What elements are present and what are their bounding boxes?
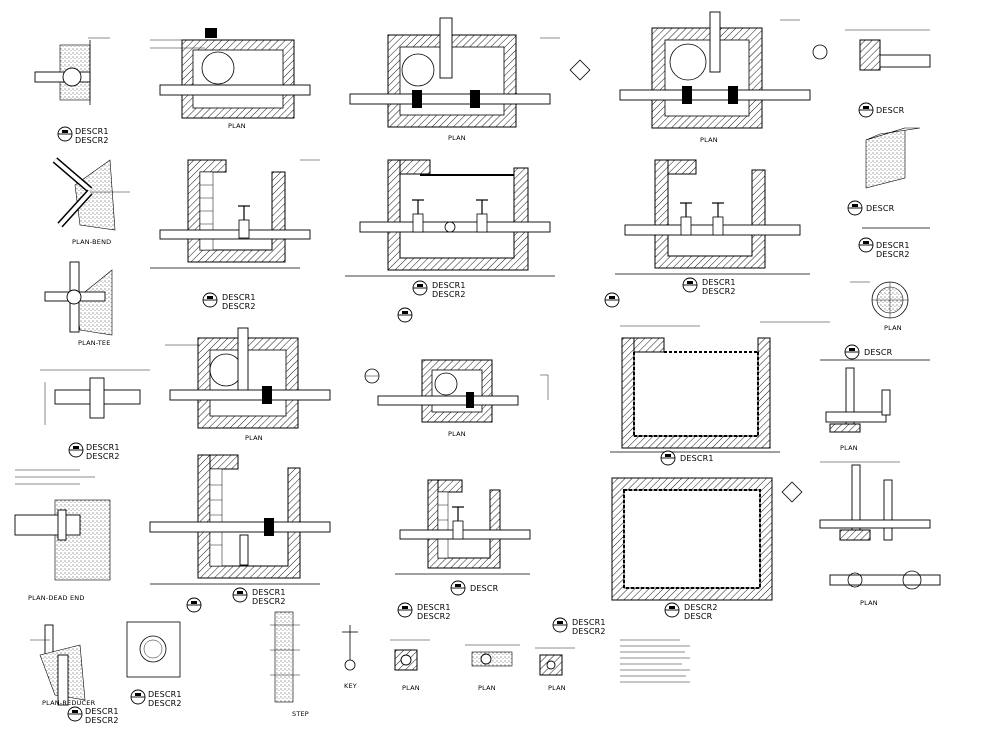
right-detail-block: DESCR DESCR1 DESCR2 [847, 127, 930, 259]
callout-label: DESCR2 [148, 699, 182, 708]
chamber-2-plan: PLAN [349, 17, 591, 142]
tank-plan-lower: DESCR2 DESCR DESCR1 DESCR2 [552, 477, 803, 636]
chamber-3-section: DESCR1 DESCR2 [604, 159, 810, 308]
detail-pipe-junction: DESCR1 DESCR2 [40, 369, 150, 461]
callout-label: DESCR1 [85, 707, 119, 716]
callout-label: DESCR2 [222, 302, 256, 311]
svg-text:PLAN-TEE: PLAN-TEE [78, 339, 111, 347]
callout-label: DESCR1 [252, 588, 286, 597]
right-detail-manhole-cover: PLAN [850, 281, 909, 332]
callout-label: DESCR1 [432, 281, 466, 290]
svg-text:PLAN: PLAN [884, 324, 902, 332]
svg-text:PLAN-REDUCER: PLAN-REDUCER [42, 699, 96, 707]
callout-label: DESCR1 [572, 618, 606, 627]
detail-small-3: PLAN [535, 647, 575, 692]
svg-text:PLAN: PLAN [700, 136, 718, 144]
chamber-5-section: DESCR DESCR1 DESCR2 [395, 479, 531, 621]
chamber-1-section: DESCR1 DESCR2 [150, 159, 320, 311]
callout-label: DESCR1 [222, 293, 256, 302]
callout-label: DESCR [864, 348, 893, 357]
callout-label: DESCR1 [75, 127, 109, 136]
callout-label: DESCR2 [252, 597, 286, 606]
callout-label: DESCR2 [75, 136, 109, 145]
detail-pipe-wall-top-left [34, 37, 110, 105]
detail-step-iron: STEP [270, 611, 309, 718]
right-detail-lower: PLAN [819, 461, 941, 607]
callout-label: DESCR [470, 584, 499, 593]
callout-label: DESCR1 [417, 603, 451, 612]
right-detail-top: DESCR [845, 29, 931, 118]
notes-block [620, 639, 690, 683]
callout-label: DESCR [866, 204, 895, 213]
chamber-4-plan: PLAN [165, 327, 331, 442]
callout-label: DESCR1 [86, 443, 120, 452]
callout-label: DESCR1 [680, 454, 714, 463]
chamber-1-plan: PLAN [150, 28, 311, 130]
callout-label: DESCR2 [432, 290, 466, 299]
right-detail-riser: DESCR PLAN [820, 344, 930, 452]
callout-label: DESCR [876, 106, 905, 115]
detail-tee-plan: PLAN-TEE [44, 261, 113, 347]
tank-section-upper: DESCR1 [610, 321, 830, 466]
callout-label: DESCR2 [702, 287, 736, 296]
chamber-5-plan: PLAN [364, 359, 549, 438]
svg-text:STEP: STEP [292, 710, 309, 718]
callout-label: DESCR2 [85, 716, 119, 725]
callout-label: DESCR1 [148, 690, 182, 699]
chamber-4-section: DESCR1 DESCR2 [149, 454, 331, 613]
detail-small-2: PLAN [465, 644, 520, 692]
callout-label: DESCR [684, 612, 713, 621]
svg-text:PLAN-BEND: PLAN-BEND [72, 238, 111, 246]
detail-bend-plan: DESCR1 DESCR2 PLAN-BEND [52, 126, 130, 246]
svg-text:PLAN: PLAN [840, 444, 858, 452]
chamber-2-section: DESCR1 DESCR2 [345, 159, 555, 323]
callout-label: DESCR2 [86, 452, 120, 461]
svg-text:PLAN: PLAN [860, 599, 878, 607]
callout-label: DESCR1 [702, 278, 736, 287]
detail-dead-end: PLAN-DEAD END [14, 469, 111, 602]
svg-text:PLAN: PLAN [448, 134, 466, 142]
svg-text:PLAN: PLAN [228, 122, 246, 130]
detail-valve-key: KEY [342, 625, 358, 690]
svg-text:PLAN: PLAN [478, 684, 496, 692]
chamber-3-plan: PLAN [619, 11, 828, 144]
svg-text:PLAN: PLAN [548, 684, 566, 692]
detail-bend-elevation: PLAN-REDUCER DESCR1 DESCR2 [30, 624, 119, 725]
detail-small-1: PLAN [390, 639, 430, 692]
detail-cover-plan: DESCR1 DESCR2 [126, 621, 182, 708]
callout-label: DESCR2 [876, 250, 910, 259]
callout-label: DESCR1 [876, 241, 910, 250]
svg-text:KEY: KEY [344, 682, 357, 690]
callout-label: DESCR2 [684, 603, 718, 612]
callout-label: DESCR2 [572, 627, 606, 636]
callout-label: DESCR2 [417, 612, 451, 621]
svg-text:PLAN: PLAN [448, 430, 466, 438]
svg-text:PLAN: PLAN [402, 684, 420, 692]
svg-text:PLAN: PLAN [245, 434, 263, 442]
svg-text:PLAN-DEAD END: PLAN-DEAD END [28, 594, 85, 602]
